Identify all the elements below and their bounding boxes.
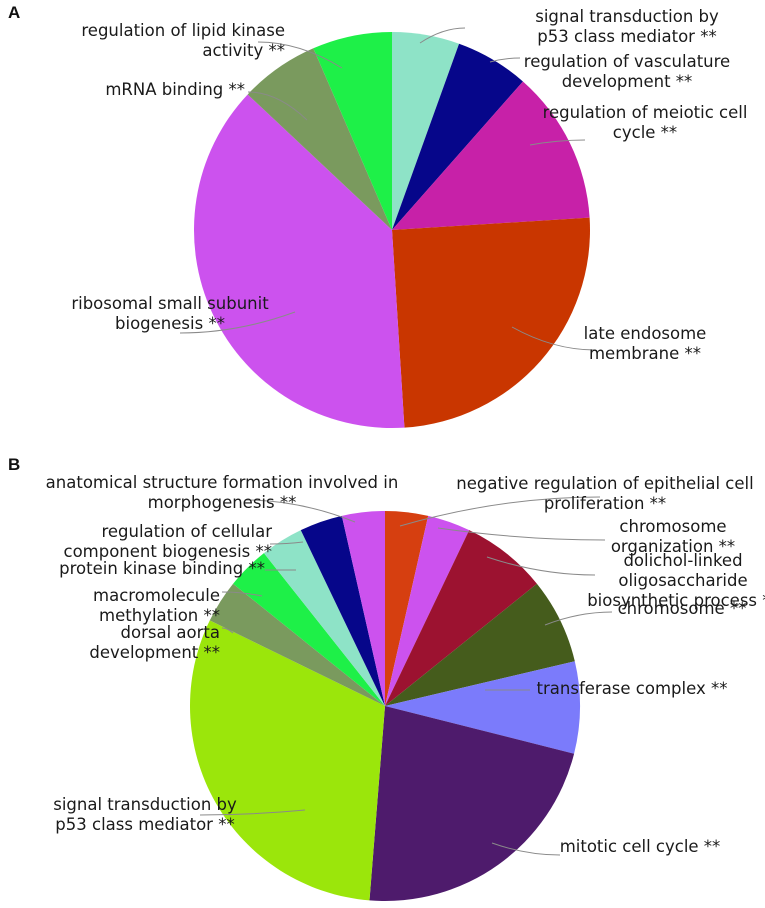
pie-b-slice-6 [190, 620, 385, 901]
pie-b-leader-5 [491, 842, 561, 856]
pie-b-label-4: transferase complex ** [537, 679, 728, 698]
pie-b-label-6-line-1: p53 class mediator ** [55, 815, 234, 834]
pie-b-label-4-line-0: transferase complex ** [537, 679, 728, 698]
pie-a-label-2-line-1: cycle ** [613, 123, 677, 142]
pie-a-label-1-line-1: development ** [562, 72, 693, 91]
pie-a-slice-4 [193, 94, 405, 429]
pie-b-label-3: chromosome ** [618, 599, 747, 618]
pie-b-label-2-line-0: dolichol-linked [623, 551, 742, 570]
pie-b-label-8-line-0: macromolecule [93, 586, 220, 605]
pie-b-label-0-line-0: negative regulation of epithelial cell [456, 474, 753, 493]
pie-b-label-1-line-0: chromosome [619, 517, 726, 536]
pie-b-leader-6 [199, 809, 306, 816]
pie-a-leader-1 [489, 57, 521, 63]
pie-a-leader-0 [419, 27, 466, 44]
pie-b-slice-4 [385, 661, 580, 754]
pie-b-label-5: mitotic cell cycle ** [560, 837, 721, 856]
pie-a-label-6-line-0: regulation of lipid kinase [81, 21, 285, 40]
pie-a-slice-1 [392, 43, 523, 231]
pie-b-leader-8 [221, 591, 263, 597]
pie-a-label-3-line-0: late endosome [584, 324, 707, 343]
pie-a-label-6-line-1: activity ** [202, 41, 285, 60]
pie-b-label-8-line-1: methylation ** [99, 606, 220, 625]
panel-letter-b: B [8, 455, 20, 474]
pie-a-leader-5 [247, 91, 308, 121]
pie-a-label-1-line-0: regulation of vasculature [524, 52, 730, 71]
pie-a-label-0-line-0: signal transduction by [535, 7, 719, 26]
pie-b-slice-0 [385, 511, 429, 706]
pie-a-label-2-line-0: regulation of meiotic cell [543, 103, 748, 122]
pie-b-slice-2 [385, 530, 537, 706]
pie-a-label-4-line-0: ribosomal small subunit [71, 294, 269, 313]
panel-letter-a: A [8, 3, 20, 22]
pie-b-label-0-line-1: proliferation ** [544, 494, 666, 513]
pie-b-label-5-line-0: mitotic cell cycle ** [560, 837, 721, 856]
pie-b-leader-2 [486, 556, 596, 576]
pie-a-leader-6 [257, 41, 343, 69]
pie-b-label-11: anatomical structure formation involved … [46, 473, 399, 512]
pie-b-slice-5 [369, 706, 575, 901]
pie-a-label-0-line-1: p53 class mediator ** [537, 27, 716, 46]
pie-b-label-6-line-0: signal transduction by [53, 795, 237, 814]
pie-b-label-11-line-0: anatomical structure formation involved … [46, 473, 399, 492]
pie-b-label-10-line-0: regulation of cellular [101, 522, 272, 541]
pie-b-leader-0 [399, 496, 601, 527]
pie-a-slice-6 [313, 32, 392, 230]
pie-b-leader-1 [437, 527, 606, 541]
pie-a-leader-3 [511, 326, 596, 351]
pie-b-label-2-line-2: biosynthetic process ** [587, 591, 765, 610]
pie-a-slice-5 [247, 48, 392, 230]
pie-b-label-9-line-0: protein kinase binding ** [59, 559, 265, 578]
pie-b-label-10-line-1: component biogenesis ** [64, 542, 273, 561]
pie-b-slice-8 [233, 553, 385, 706]
pie-b-label-7-line-1: development ** [89, 643, 220, 662]
pie-a-label-5-line-0: mRNA binding ** [105, 80, 245, 99]
pie-b-slice-1 [385, 515, 470, 706]
pie-a-label-4-line-1: biogenesis ** [115, 314, 225, 333]
pie-b-label-11-line-1: morphogenesis ** [148, 493, 297, 512]
pie-b-leader-3 [544, 611, 613, 626]
pie-b-label-7-line-0: dorsal aorta [121, 623, 220, 642]
pie-a-slice-3 [392, 217, 591, 428]
pie-a-slice-2 [392, 81, 590, 230]
pie-a-leader-2 [529, 139, 586, 146]
pie-b-label-2-line-1: oligosaccharide [618, 571, 747, 590]
pie-b-leader-7 [221, 627, 234, 634]
pie-b-slice-9 [263, 530, 385, 706]
pie-a-leader-4 [179, 311, 296, 334]
pie-a-label-5: mRNA binding ** [105, 80, 245, 99]
pie-b-slice-7 [209, 583, 385, 706]
pie-b-leader-10 [269, 541, 304, 545]
pie-b-label-3-line-0: chromosome ** [618, 599, 747, 618]
pie-b-leader-11 [244, 499, 356, 523]
pie-b-slice-3 [385, 583, 575, 706]
pie-b-slice-11 [341, 511, 385, 706]
pie-a-label-3-line-1: membrane ** [589, 344, 701, 363]
pie-b-label-1-line-1: organization ** [611, 537, 735, 556]
pie-b-label-9: protein kinase binding ** [59, 559, 265, 578]
pie-a-slice-0 [392, 32, 460, 230]
pie-b-slice-10 [300, 515, 385, 706]
